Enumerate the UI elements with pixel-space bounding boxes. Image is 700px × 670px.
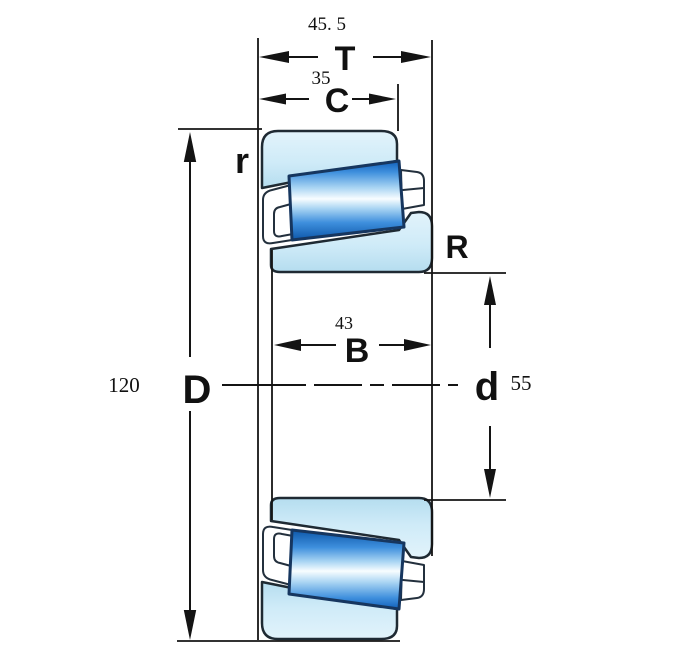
arrowhead-d-top [484,276,496,305]
arrowhead-D-top [183,132,197,162]
arrowhead-C-left [259,93,286,105]
dimension-label-D: D [183,368,212,412]
dimension-value-C: 35 [312,68,331,89]
dimension-label-T: T [335,40,356,78]
inner-ring-cone [269,210,434,274]
arrowhead-D-bottom [183,610,197,640]
arrowhead-d-bottom [484,469,496,498]
cage-right-divider [402,187,425,191]
dimension-label-B: B [345,332,370,370]
dimension-value-D: 120 [108,373,140,397]
fillet-label-r: r [235,140,249,181]
dimension-value-B: 43 [335,313,353,333]
arrowhead-B-left [274,339,301,351]
bearing-section-bottom [260,496,434,641]
tapered-roller [287,159,406,242]
arrowhead-T-right [401,51,431,63]
dimension-label-d: d [475,365,499,409]
fillet-label-R: R [445,229,468,265]
cage-left-inner [273,203,294,238]
dimension-label-C: C [325,82,350,120]
cage-left-outer [262,184,293,245]
arrowhead-C-right [369,93,396,105]
bearing-section-top [260,129,434,274]
arrowhead-B-right [404,339,431,351]
dimension-value-d: 55 [511,371,532,395]
dimension-value-T: 45. 5 [308,14,346,35]
arrowhead-T-left [259,51,289,63]
